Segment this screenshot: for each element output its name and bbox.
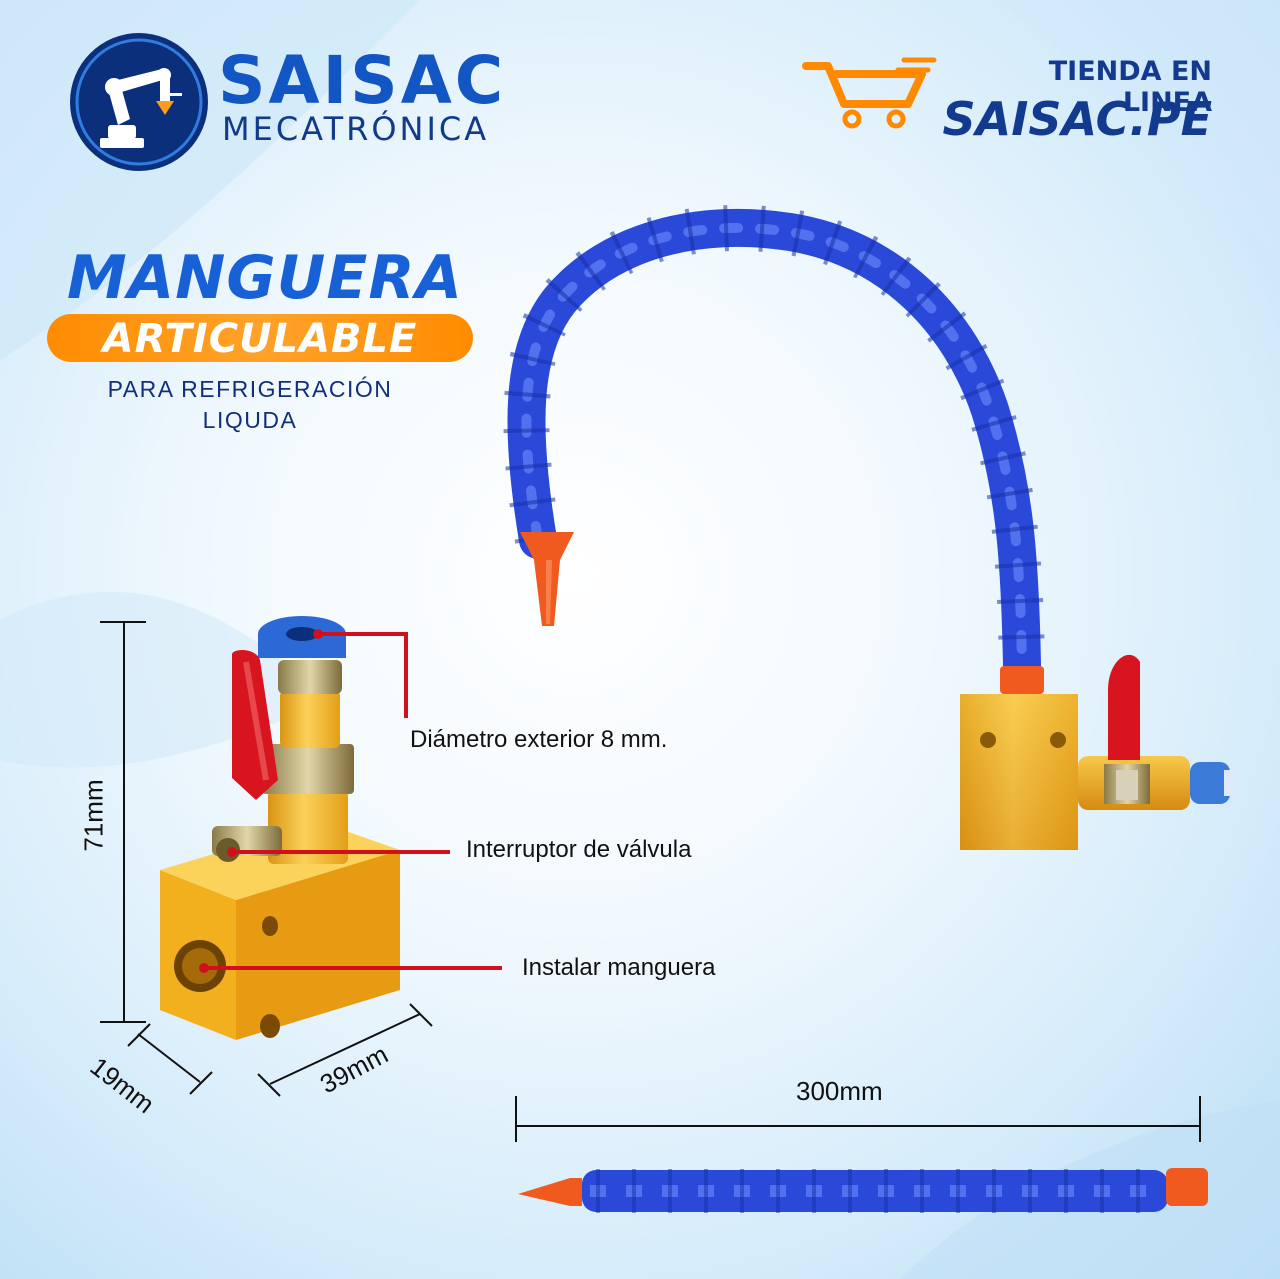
brand-name: SAISAC: [218, 42, 507, 119]
callout-lines: [199, 629, 502, 973]
callout-install: Instalar manguera: [522, 954, 716, 981]
brand-subtitle: MECATRÓNICA: [222, 110, 490, 148]
articulated-hose-straight: [515, 1096, 1208, 1213]
product-subtitle: PARA REFRIGERACIÓN LIQUDA: [60, 374, 440, 436]
title-badge: [47, 314, 473, 362]
valve-block-assembled: [960, 654, 1234, 850]
dimension-height: 71mm: [78, 779, 109, 852]
callout-valve: Interruptor de válvula: [466, 836, 692, 863]
title-badge-label: ARTICULABLE: [102, 316, 418, 362]
shopping-cart-icon: [802, 57, 937, 129]
product-title: MANGUERA: [67, 243, 463, 313]
dimension-hose-length: 300mm: [796, 1076, 883, 1106]
brand-logo: [70, 33, 208, 171]
store-url[interactable]: SAISAC.PE: [942, 92, 1212, 146]
articulated-hose-curved: [503, 204, 1045, 694]
valve-block-detail: [160, 616, 400, 1040]
callout-diameter: Diámetro exterior 8 mm.: [410, 726, 668, 753]
product-subtitle-line1: PARA REFRIGERACIÓN: [107, 376, 393, 402]
product-subtitle-line2: LIQUDA: [202, 407, 298, 433]
dimension-lines: [100, 621, 433, 1097]
robot-arm-icon: [75, 38, 203, 166]
store-tagline: TIENDA EN LINEA: [1048, 56, 1212, 118]
